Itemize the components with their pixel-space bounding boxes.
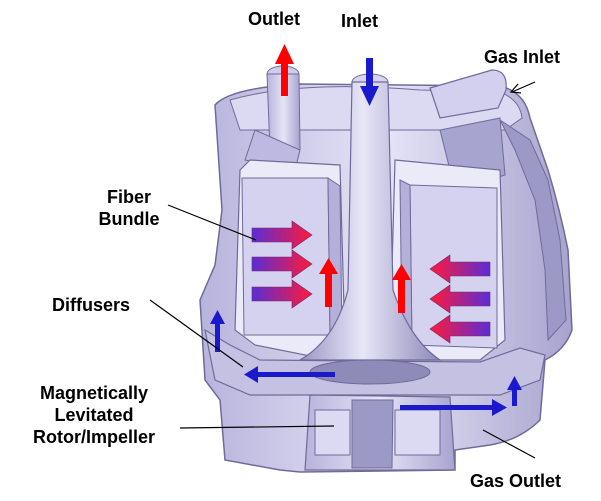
diffusers-leader (149, 299, 244, 368)
outlet-label: Outlet (248, 9, 300, 29)
gas-inlet-leader (511, 81, 536, 93)
outlet-flow-arrow (275, 44, 294, 96)
gas-inlet-leader-arrowhead (509, 83, 522, 94)
gas-inlet-label: Gas Inlet (484, 47, 561, 67)
fiber-bundle-label: Fiber Bundle (98, 187, 160, 229)
diffuser-flow-arrows (210, 310, 522, 416)
inlet-flow-arrow (360, 58, 379, 106)
diffusers-label: Diffusers (52, 295, 131, 315)
flow-arrows (210, 44, 522, 416)
rotor-leader (179, 425, 335, 429)
leader-lines (149, 81, 536, 459)
fiber-bundle-leader (167, 204, 257, 241)
left-bundle-arrows (251, 220, 313, 309)
rotor-impeller-housing (304, 394, 456, 471)
inlet-label: Inlet (341, 11, 379, 31)
rotor-impeller-label: Magnetically Levitated Rotor/Impeller (32, 383, 156, 447)
right-bundle-arrows (429, 254, 491, 344)
gas-outlet-leader (482, 429, 536, 459)
gas-outlet-label: Gas Outlet (470, 471, 562, 491)
inner-up-arrows (319, 258, 411, 313)
